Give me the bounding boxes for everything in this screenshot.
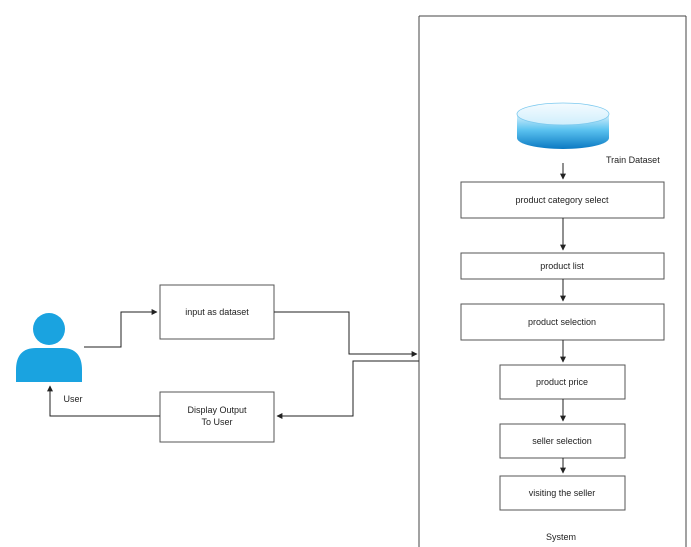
step-label: product price <box>536 377 588 387</box>
system-to-output-arrow <box>276 360 419 419</box>
step-label: visiting the seller <box>529 488 596 498</box>
step-label: product category select <box>515 195 609 205</box>
input-dataset-box <box>159 284 275 340</box>
step-product-price <box>499 364 626 400</box>
database-label: Train Dataset <box>606 155 660 165</box>
step-product-list <box>460 252 665 280</box>
step-visiting-the-seller <box>499 475 626 511</box>
step-label: seller selection <box>532 436 592 446</box>
database-icon <box>516 102 610 149</box>
input-dataset-label: input as dataset <box>185 307 249 317</box>
system-boundary <box>418 15 687 547</box>
input-to-system-arrow <box>274 311 418 357</box>
user-to-input-arrow <box>84 309 158 348</box>
step-product-category-select <box>460 181 665 219</box>
display-output-line2: To User <box>201 417 232 427</box>
system-label: System <box>546 532 576 542</box>
display-output-box <box>159 391 275 443</box>
step-label: product list <box>540 261 584 271</box>
step-label: product selection <box>528 317 596 327</box>
user-icon <box>16 313 82 382</box>
display-output-line1: Display Output <box>187 405 247 415</box>
output-to-user-arrow <box>47 385 160 417</box>
step-product-selection <box>460 303 665 341</box>
step-seller-selection <box>499 423 626 459</box>
user-label: User <box>63 394 82 404</box>
